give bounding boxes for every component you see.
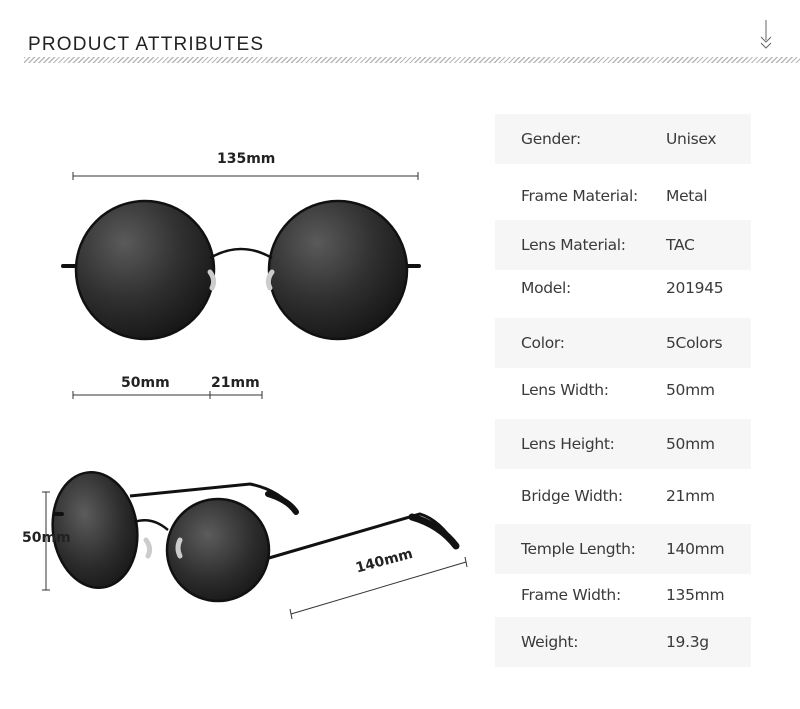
- attribute-row-gender: Gender: Unisex: [495, 114, 751, 164]
- attribute-row-color: Color: 5Colors: [495, 318, 751, 368]
- attribute-value: 5Colors: [666, 334, 723, 352]
- attribute-value: TAC: [666, 236, 695, 254]
- sunglasses-front-view-icon: [61, 199, 421, 341]
- attribute-value: 50mm: [666, 381, 715, 399]
- lens-height-label: 50mm: [22, 530, 71, 546]
- total-width-label: 135mm: [217, 151, 276, 167]
- header-divider: [24, 57, 800, 63]
- attribute-label: Weight:: [521, 633, 579, 651]
- attribute-row-frame-width: Frame Width: 135mm: [495, 570, 751, 620]
- bridge-width-label: 21mm: [211, 375, 260, 391]
- attribute-label: Lens Height:: [521, 435, 615, 453]
- attribute-label: Color:: [521, 334, 565, 352]
- attribute-label: Temple Length:: [521, 540, 636, 558]
- attribute-value: Metal: [666, 187, 708, 205]
- attribute-row-lens-height: Lens Height: 50mm: [495, 419, 751, 469]
- attribute-value: Unisex: [666, 130, 717, 148]
- attribute-row-model: Model: 201945: [495, 263, 751, 313]
- attribute-label: Lens Width:: [521, 381, 609, 399]
- attribute-label: Gender:: [521, 130, 581, 148]
- lens-width-label: 50mm: [121, 375, 170, 391]
- attribute-label: Frame Width:: [521, 586, 621, 604]
- attribute-row-lens-material: Lens Material: TAC: [495, 220, 751, 270]
- lens-height-dimension-line: [42, 491, 50, 591]
- lens-bridge-dimension-line: [72, 391, 263, 399]
- attribute-row-temple-length: Temple Length: 140mm: [495, 524, 751, 574]
- attribute-row-weight: Weight: 19.3g: [495, 617, 751, 667]
- attribute-row-bridge-width: Bridge Width: 21mm: [495, 471, 751, 521]
- attribute-row-lens-width: Lens Width: 50mm: [495, 365, 751, 415]
- temple-length-dimension-line: [289, 556, 468, 620]
- attribute-label: Model:: [521, 279, 571, 297]
- page-title: PRODUCT ATTRIBUTES: [28, 34, 265, 55]
- product-illustration: [42, 172, 468, 620]
- attribute-label: Frame Material:: [521, 187, 638, 205]
- attribute-value: 140mm: [666, 540, 725, 558]
- attribute-label: Lens Material:: [521, 236, 626, 254]
- attribute-label: Bridge Width:: [521, 487, 623, 505]
- double-chevron-down-icon[interactable]: [756, 18, 776, 52]
- attribute-row-frame-material: Frame Material: Metal: [495, 171, 751, 221]
- attribute-value: 135mm: [666, 586, 725, 604]
- attribute-value: 19.3g: [666, 633, 709, 651]
- attribute-value: 50mm: [666, 435, 715, 453]
- product-attributes-table: Gender: Unisex Frame Material: Metal Len…: [495, 114, 751, 667]
- attribute-value: 201945: [666, 279, 724, 297]
- sunglasses-side-view-icon: [51, 471, 460, 603]
- attribute-value: 21mm: [666, 487, 715, 505]
- total-width-dimension-line: [72, 172, 419, 180]
